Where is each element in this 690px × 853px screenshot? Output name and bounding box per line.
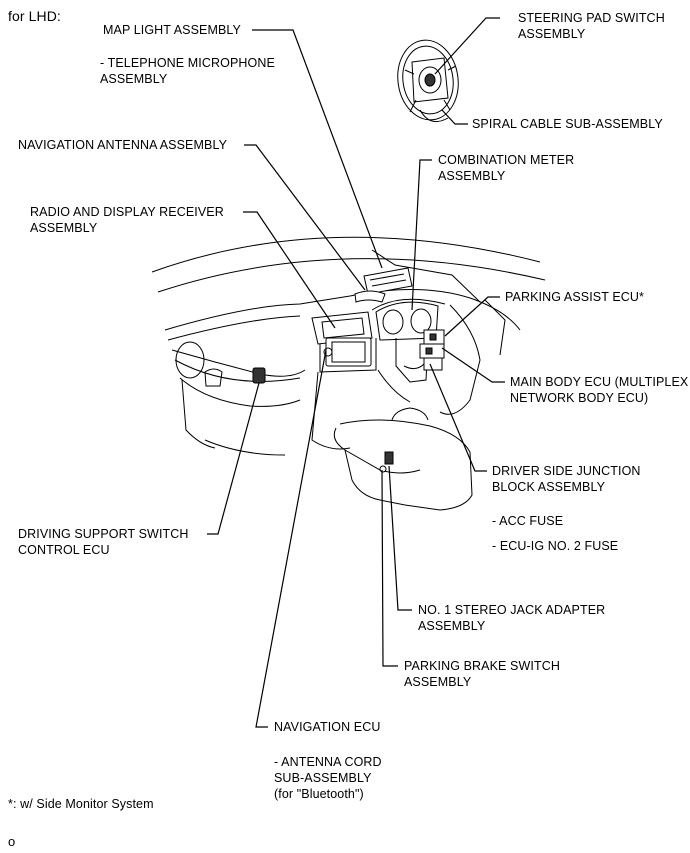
label-driver-side-junction-block: DRIVER SIDE JUNCTION BLOCK ASSEMBLY [492, 464, 641, 494]
label-navigation-antenna: NAVIGATION ANTENNA ASSEMBLY [18, 138, 228, 152]
label-parking-assist-ecu: PARKING ASSIST ECU* [505, 290, 644, 304]
label-acc-fuse: - ACC FUSE [492, 514, 564, 528]
label-stereo-jack-adapter: NO. 1 STEREO JACK ADAPTER ASSEMBLY [418, 603, 606, 633]
footnote: *: w/ Side Monitor System [8, 797, 154, 811]
label-navigation-ecu: NAVIGATION ECU [274, 720, 381, 734]
label-radio-display-receiver: RADIO AND DISPLAY RECEIVER ASSEMBLY [30, 205, 224, 235]
label-antenna-cord: - ANTENNA CORD SUB-ASSEMBLY (for "Blueto… [274, 755, 382, 801]
dashboard-drawing [151, 236, 546, 511]
label-spiral-cable: SPIRAL CABLE SUB-ASSEMBLY [472, 117, 663, 131]
label-map-light: MAP LIGHT ASSEMBLY [103, 23, 241, 37]
leader-lines [207, 17, 505, 728]
label-telephone-microphone: - TELEPHONE MICROPHONE ASSEMBLY [100, 56, 275, 86]
steering-wheel-drawing [397, 39, 459, 123]
diagram-header: for LHD: [8, 8, 61, 24]
label-driving-support-switch: DRIVING SUPPORT SWITCH CONTROL ECU [18, 527, 189, 557]
label-ecu-ig-fuse: - ECU-IG NO. 2 FUSE [492, 539, 619, 553]
label-parking-brake-switch: PARKING BRAKE SWITCH ASSEMBLY [404, 659, 560, 689]
label-steering-pad-switch: STEERING PAD SWITCH ASSEMBLY [518, 11, 665, 41]
label-main-body-ecu: MAIN BODY ECU (MULTIPLEX NETWORK BODY EC… [510, 375, 689, 405]
label-combination-meter: COMBINATION METER ASSEMBLY [438, 153, 575, 183]
corner-mark: o [8, 834, 16, 849]
